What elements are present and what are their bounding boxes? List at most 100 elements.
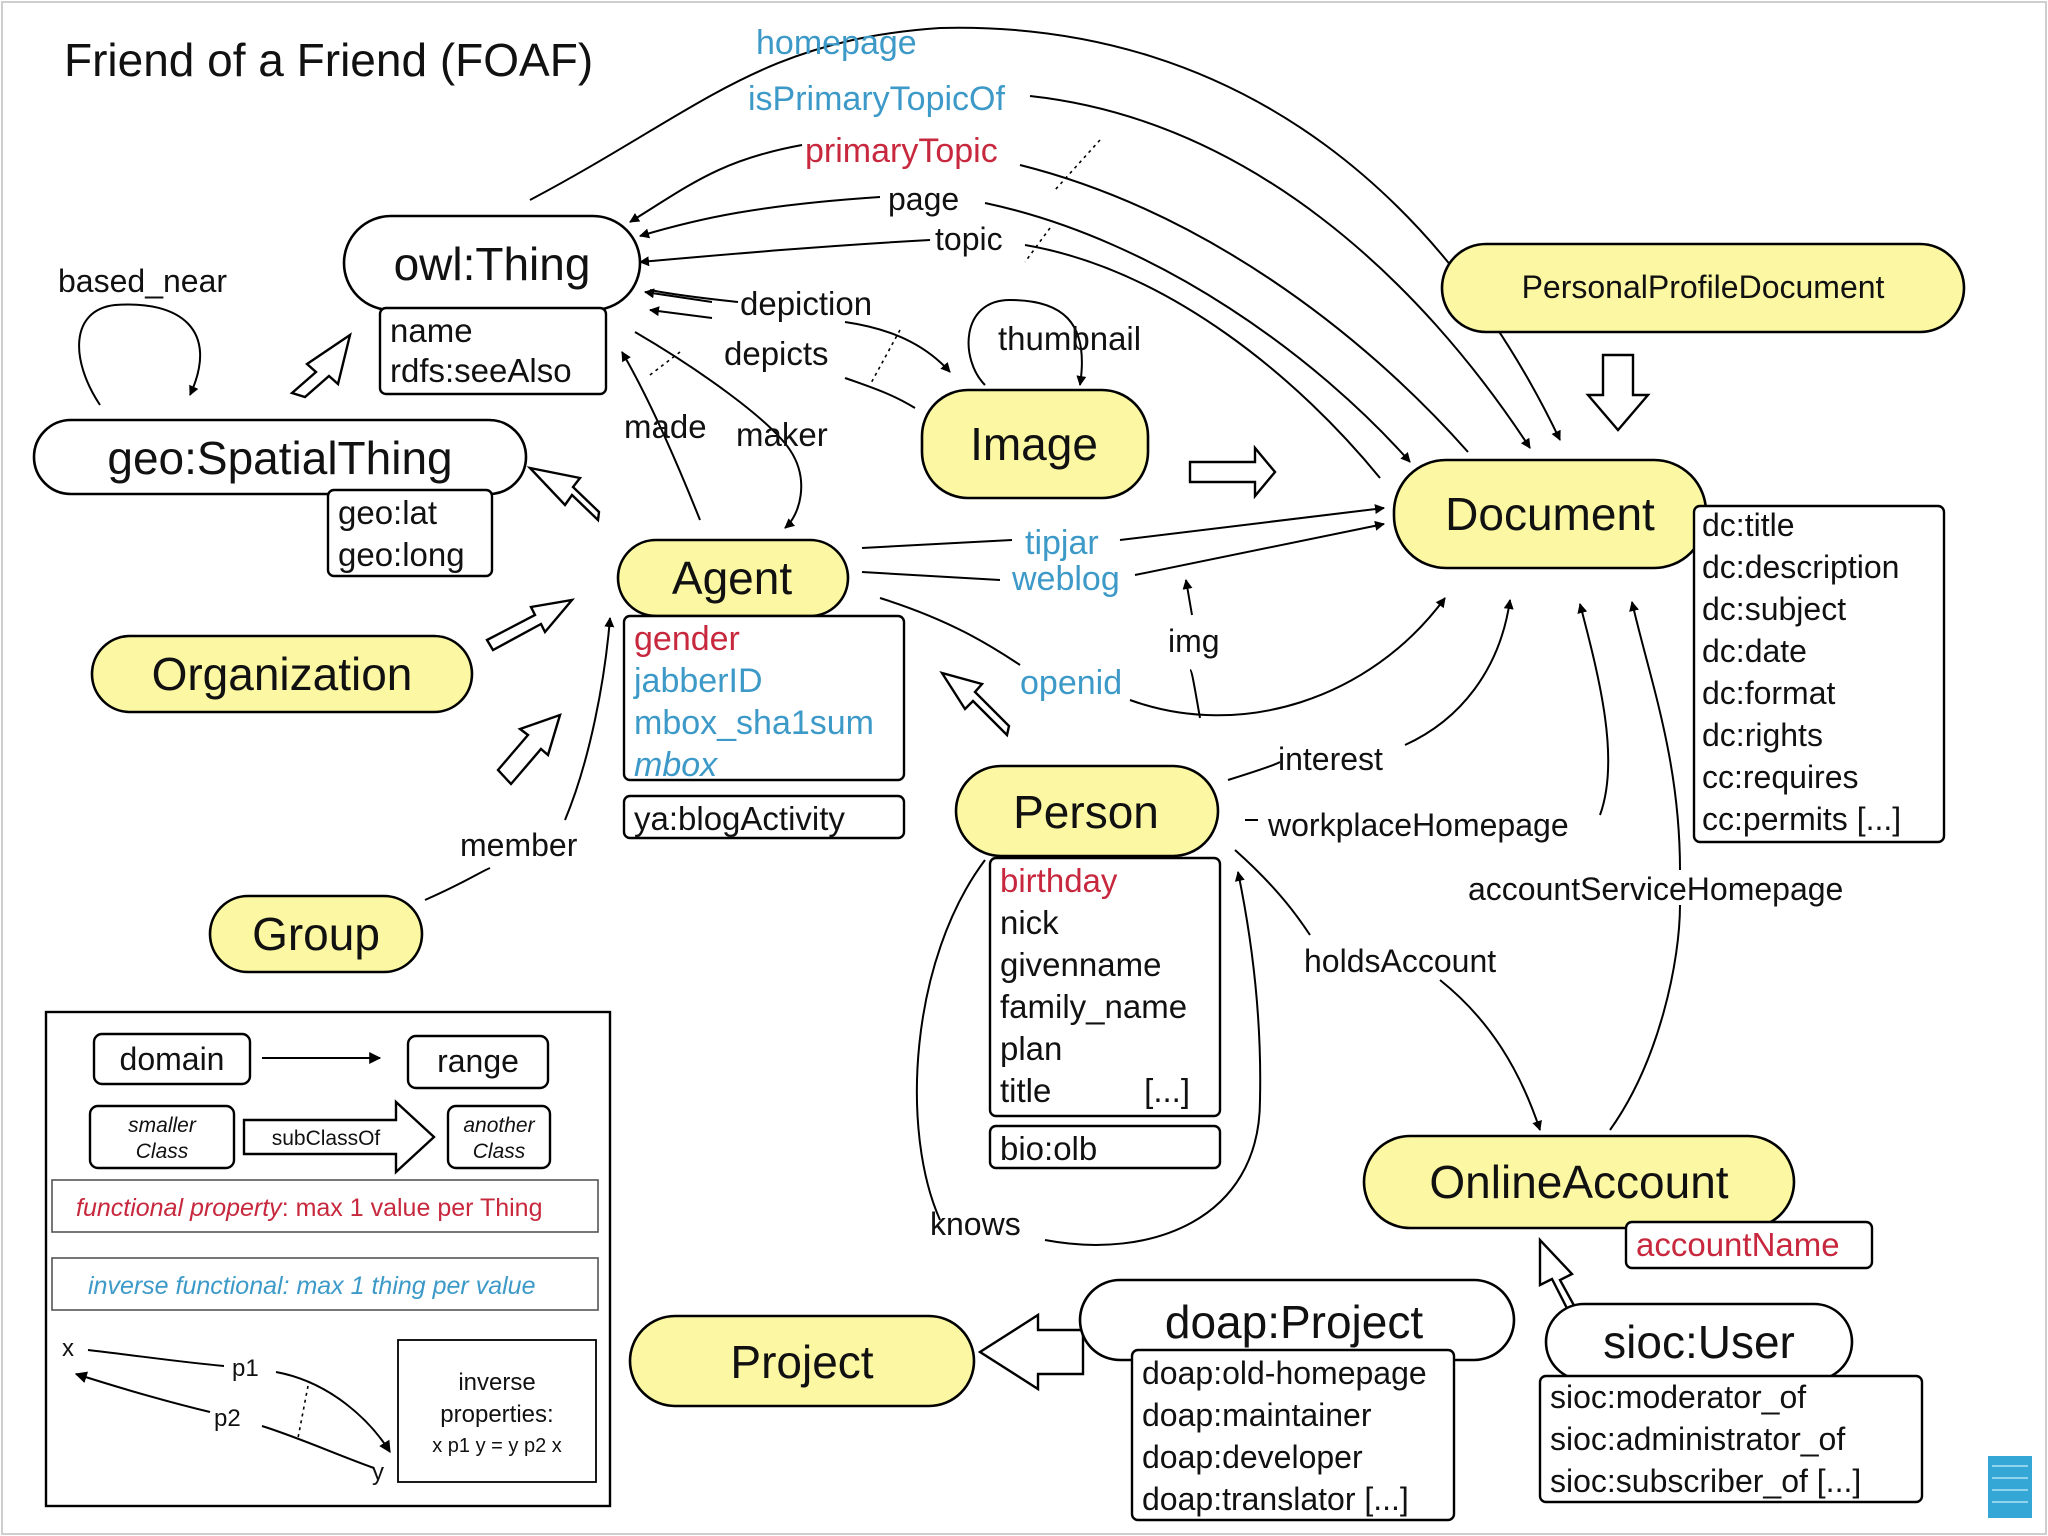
page-title: Friend of a Friend (FOAF) <box>64 34 593 86</box>
legend-p1-line-a <box>87 1349 225 1367</box>
legend-inverse-box <box>397 1339 597 1483</box>
node-organization: Organization <box>90 634 474 714</box>
edge-accountservice-high <box>1629 601 1681 871</box>
prop-geo-lat: geo:lat <box>338 494 437 531</box>
legend-p2-line-b <box>261 1425 375 1469</box>
edge-openid-left <box>879 597 1021 666</box>
node-owl-thing-props-box <box>378 306 608 396</box>
node-sioc-user-label: sioc:User <box>1603 1316 1795 1368</box>
legend-another-class-box <box>446 1104 552 1170</box>
node-image-shape <box>920 388 1150 500</box>
prop-cc-permits: cc:permits [...] <box>1702 801 1901 837</box>
prop-dc-title: dc:title <box>1702 507 1794 543</box>
prop-mbox: mbox <box>634 746 718 784</box>
prop-dc-description: dc:description <box>1702 549 1899 585</box>
node-agent-label: Agent <box>672 552 792 604</box>
node-project: Project <box>628 1314 976 1408</box>
subclass-arrow-group-to-agent <box>496 713 562 786</box>
edge-label-workplacehomepage: workplaceHomepage <box>1267 807 1569 843</box>
legend-functional-text: functional property: max 1 value per Thi… <box>76 1194 542 1222</box>
node-person-shape <box>954 764 1220 858</box>
edge-knows-left <box>915 859 986 1221</box>
legend-inverse-functional: inverse functional: max 1 thing per valu… <box>88 1272 535 1300</box>
legend-another-class: Class <box>473 1140 526 1163</box>
node-person-label: Person <box>1013 786 1159 838</box>
legend-domain: domain <box>120 1041 225 1077</box>
legend-inverse-functional-box <box>51 1257 599 1311</box>
prop-name: name <box>390 312 473 349</box>
node-ppd-label: PersonalProfileDocument <box>1522 269 1885 305</box>
subclass-arrow-doap-to-project <box>977 1312 1085 1392</box>
edge-label-isprimarytopicof: isPrimaryTopicOf <box>748 80 1005 118</box>
edge-inverse-dots-top <box>1054 139 1101 191</box>
edge-label-maker: maker <box>736 416 828 453</box>
edge-label-knows: knows <box>930 1206 1021 1242</box>
edge-depicts-right <box>844 377 916 409</box>
legend-y: y <box>372 1459 384 1486</box>
prop-doap-maintainer: doap:maintainer <box>1142 1397 1372 1433</box>
prop-dc-format: dc:format <box>1702 675 1835 711</box>
subclass-arrow-person-to-agent <box>939 671 1011 738</box>
node-online-account-label: OnlineAccount <box>1429 1156 1728 1208</box>
node-agent: Agent gender jabberID mbox_sha1sum mbox … <box>616 538 906 840</box>
node-document: Document dc:title dc:description dc:subj… <box>1392 458 1946 844</box>
node-spatial-thing-props-box <box>326 488 494 578</box>
legend-functional-box <box>51 1179 599 1233</box>
legend-functional-italic: functional property <box>76 1194 283 1222</box>
edge-label-interest: interest <box>1278 741 1383 777</box>
prop-nick: nick <box>1000 904 1059 941</box>
node-spatial-thing: geo:SpatialThing geo:lat geo:long <box>32 418 528 578</box>
legend-inverse-line-2: properties: <box>440 1401 553 1428</box>
subclass-arrow-spatial-to-thing <box>289 332 352 399</box>
node-ppd-shape <box>1440 242 1966 334</box>
edge-label-weblog: weblog <box>1011 560 1120 598</box>
edge-workplace-right <box>1577 603 1610 816</box>
prop-gender: gender <box>634 620 740 658</box>
prop-cc-requires: cc:requires <box>1702 759 1859 795</box>
node-doap-project: doap:Project doap:old-homepage doap:main… <box>1078 1278 1516 1522</box>
node-document-props-box <box>1692 504 1946 844</box>
legend-functional-rest: : max 1 value per Thing <box>282 1194 543 1222</box>
edge-label-topic: topic <box>935 221 1003 257</box>
edge-img-high <box>1182 579 1193 616</box>
node-project-shape <box>628 1314 976 1408</box>
node-person-extra-box <box>988 1124 1222 1170</box>
prop-accountname: accountName <box>1636 1226 1840 1263</box>
edge-holdsaccount-upper <box>1234 849 1311 936</box>
edge-weblog-left <box>861 571 1001 581</box>
edge-label-holdsaccount: holdsAccount <box>1304 943 1496 979</box>
edge-lines <box>78 26 1681 1246</box>
node-image-label: Image <box>970 418 1098 470</box>
subclass-arrows <box>289 332 1651 1392</box>
edge-label-member: member <box>460 827 578 863</box>
prop-jabberid: jabberID <box>633 662 763 700</box>
node-sioc-user-props-box <box>1538 1374 1924 1504</box>
prop-dc-date: dc:date <box>1702 633 1807 669</box>
edge-depiction-arrow <box>644 288 713 303</box>
edge-label-tipjar: tipjar <box>1025 524 1099 562</box>
edge-label-based-near: based_near <box>58 263 227 299</box>
node-doap-project-props-box <box>1130 1348 1456 1522</box>
node-person: Person birthday nick givenname family_na… <box>954 764 1222 1170</box>
edge-label-depicts: depicts <box>724 335 829 372</box>
edge-label-thumbnail: thumbnail <box>998 320 1141 357</box>
prop-ya-blogactivity: ya:blogActivity <box>634 800 845 837</box>
node-document-label: Document <box>1445 488 1655 540</box>
prop-sioc-administrator-of: sioc:administrator_of <box>1550 1421 1845 1457</box>
edge-label-page: page <box>888 181 959 217</box>
edge-img-low <box>1189 669 1201 719</box>
legend-range-box <box>406 1034 550 1090</box>
legend-inverse-dots <box>297 1385 309 1439</box>
legend-p1: p1 <box>232 1355 259 1382</box>
prop-geo-long: geo:long <box>338 536 465 573</box>
legend-another: another <box>463 1114 535 1137</box>
edge-label-openid: openid <box>1020 664 1122 702</box>
prop-mbox-sha1sum: mbox_sha1sum <box>634 704 874 742</box>
node-group-label: Group <box>252 908 380 960</box>
prop-givenname: givenname <box>1000 946 1161 983</box>
edge-label-depiction: depiction <box>740 285 872 322</box>
legend-x: x <box>62 1335 74 1362</box>
edge-interest-right <box>1404 599 1514 746</box>
legend-p2-line-a <box>74 1371 211 1413</box>
